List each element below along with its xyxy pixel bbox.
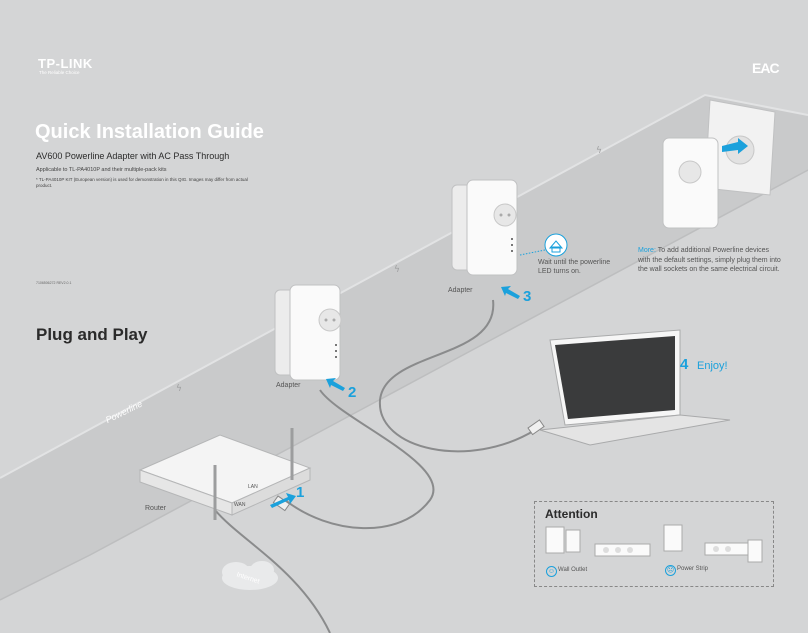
brand-logo: TP-LINK: [38, 56, 93, 71]
lan-label: LAN: [248, 484, 258, 490]
wall-socket-adapter-icon: [662, 99, 776, 229]
powerline-led-icon: [519, 233, 568, 257]
attention-wall-outlet-illustration: [545, 526, 651, 557]
more-text: To add additional Powerline devices with…: [638, 247, 781, 273]
eac-cert-mark: EAC: [752, 60, 780, 76]
step1-arrow-icon: [270, 493, 296, 508]
document-code: 7106506272 REV2.0.1: [36, 281, 72, 285]
more-info: More: To add additional Powerline device…: [638, 246, 783, 275]
internet-cable: [214, 509, 331, 633]
demo-note: * TL-PA4010P KIT (European version) is u…: [36, 177, 248, 188]
adapter2-icon: [451, 179, 518, 276]
attention-title: Attention: [545, 507, 598, 521]
wait-led-text: Wait until the powerline LED turns on.: [538, 259, 611, 275]
page-title: Quick Installation Guide: [35, 121, 264, 143]
wan-label: WAN: [234, 502, 246, 508]
laptop-icon: [539, 329, 731, 446]
frown-icon: ☹: [665, 565, 676, 576]
step-4-number: 4: [680, 356, 689, 373]
more-label: More:: [638, 247, 656, 254]
applicable-models: Applicable to TL-PA4010P and their multi…: [36, 167, 167, 173]
adapter2-label: Adapter: [448, 287, 473, 294]
step-3-number: 3: [523, 288, 532, 305]
enjoy-text: Enjoy!: [697, 360, 728, 372]
attention-power-strip-illustration: [663, 524, 763, 563]
smile-icon: ☺: [546, 566, 557, 577]
powerline-bolt-icon-1: ϟ: [596, 146, 602, 156]
step3-arrow-icon: [501, 286, 520, 299]
powerline-bolt-icon-2: ϟ: [394, 265, 400, 275]
attention-box: [534, 501, 774, 587]
router-to-adapter1-cable: [284, 389, 435, 530]
brand-tagline: The Reliable Choice: [39, 70, 80, 75]
internet-cloud-icon: [222, 561, 278, 590]
adapter1-label: Adapter: [276, 382, 301, 389]
wall-outlet-label: Wall Outlet: [558, 567, 588, 573]
section-title: Plug and Play: [36, 325, 148, 344]
step-2-number: 2: [348, 384, 357, 401]
step-1-number: 1: [296, 484, 305, 501]
product-subtitle: AV600 Powerline Adapter with AC Pass Thr…: [36, 151, 230, 161]
adapter1-icon: [274, 284, 342, 381]
router-icon: [138, 428, 312, 520]
powerline-bolt-icon-3: ϟ: [176, 384, 182, 394]
step2-arrow-icon: [326, 378, 345, 391]
adapter2-to-laptop-cable: [378, 299, 536, 453]
ethernet-plug-laptop: [527, 419, 545, 436]
router-label: Router: [145, 505, 167, 512]
power-strip-label: Power Strip: [677, 566, 709, 572]
